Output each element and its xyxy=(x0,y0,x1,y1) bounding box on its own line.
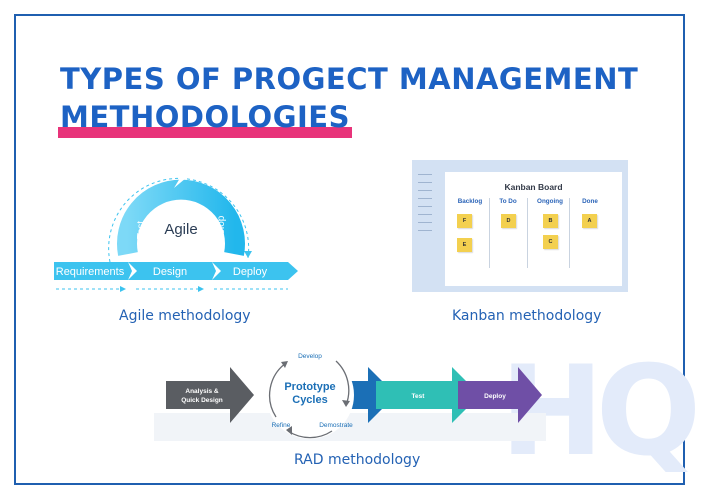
agile-dashed-arc xyxy=(108,177,250,263)
kanban-card[interactable]: F xyxy=(457,214,472,228)
rad-test-arrow xyxy=(376,367,480,423)
kanban-column-header: Backlog xyxy=(457,198,483,205)
kanban-card[interactable]: B xyxy=(543,214,558,228)
rad-develop-label: Develop xyxy=(298,353,322,360)
agile-diagram: Agile Test Develop Requirements Design D… xyxy=(54,168,298,292)
rad-prototype-label-1: Prototype xyxy=(284,381,335,393)
page-title-line2: METHODOLOGIES xyxy=(58,100,352,138)
title-highlight-bar xyxy=(58,127,352,138)
page-title-line1: TYPES OF PROGECT MANAGEMENT xyxy=(60,62,639,96)
rad-diagram: Analysis & Quick Design Prototype Cycles… xyxy=(154,351,546,441)
kanban-column-header: To Do xyxy=(499,198,517,205)
rad-analysis-label-2: Quick Design xyxy=(181,397,223,404)
kanban-column-done: Done xyxy=(571,198,609,268)
agile-develop-label: Develop xyxy=(216,215,227,252)
agile-requirements-label: Requirements xyxy=(56,266,125,278)
rad-analysis-arrow xyxy=(166,367,254,423)
kanban-card[interactable]: E xyxy=(457,238,472,252)
rad-demonstrate-label: Demostrate xyxy=(319,422,353,429)
kanban-title: Kanban Board xyxy=(504,182,563,192)
agile-pipeline-bar xyxy=(54,262,288,280)
agile-design-label: Design xyxy=(153,266,187,278)
kanban-column-ongoing: Ongoing xyxy=(531,198,570,268)
rad-caption: RAD methodology xyxy=(294,452,421,468)
rad-refine-label: Refine xyxy=(272,422,291,429)
kanban-sidebar xyxy=(416,174,444,286)
agile-cycle-ring xyxy=(117,179,245,256)
hq-watermark: HQ xyxy=(500,340,701,484)
kanban-board: Kanban Board Backlog To Do Ongoing Done … xyxy=(412,160,628,292)
rad-test-label: Test xyxy=(412,393,426,400)
rad-analysis-label-1: Analysis & xyxy=(185,388,219,395)
kanban-column-backlog: Backlog xyxy=(451,198,490,268)
kanban-column-header: Done xyxy=(582,198,598,205)
kanban-panel: Kanban Board Backlog To Do Ongoing Done … xyxy=(445,172,622,286)
kanban-caption: Kanban methodology xyxy=(452,308,602,324)
agile-center-label: Agile xyxy=(164,221,197,238)
page-title-line2-text: METHODOLOGIES xyxy=(60,100,350,134)
agile-deploy-label: Deploy xyxy=(233,266,268,278)
rad-deploy-label: Deploy xyxy=(484,393,506,400)
rad-deploy-arrow xyxy=(458,367,542,423)
kanban-card[interactable]: A xyxy=(582,214,597,228)
kanban-card[interactable]: D xyxy=(501,214,516,228)
agile-caption: Agile methodology xyxy=(119,308,251,324)
kanban-card[interactable]: C xyxy=(543,235,558,249)
kanban-column-todo: To Do xyxy=(489,198,528,268)
agile-test-label: Test xyxy=(136,221,147,240)
rad-prototype-label-2: Cycles xyxy=(292,394,327,406)
kanban-column-header: Ongoing xyxy=(537,198,563,205)
rad-prototype-circle xyxy=(266,351,354,439)
